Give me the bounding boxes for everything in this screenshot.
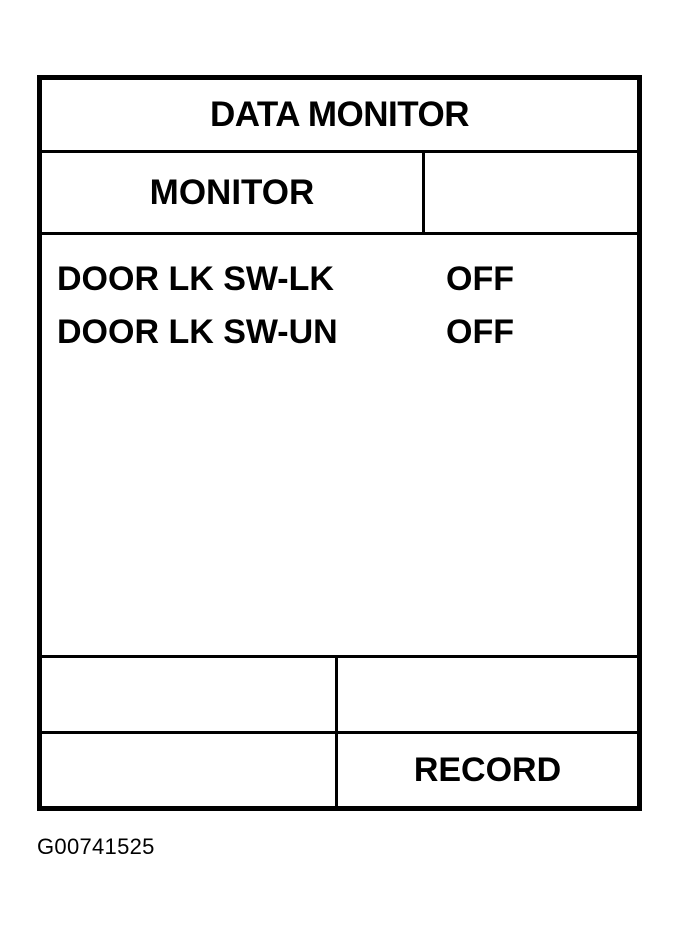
list-item: DOOR LK SW-UN OFF — [57, 310, 617, 354]
item-name: DOOR LK SW-UN — [57, 313, 338, 351]
monitor-header-label: MONITOR — [42, 153, 425, 232]
button-row-upper — [42, 658, 637, 734]
blank-button-upper-left[interactable] — [42, 658, 338, 731]
item-name: DOOR LK SW-LK — [57, 260, 334, 298]
screen-title: DATA MONITOR — [42, 80, 637, 153]
monitor-item-list: DOOR LK SW-LK OFF DOOR LK SW-UN OFF — [42, 235, 637, 658]
blank-button-upper-right[interactable] — [338, 658, 637, 731]
record-button[interactable]: RECORD — [413, 750, 562, 789]
data-monitor-screen: DATA MONITOR MONITOR DOOR LK SW-LK OFF D… — [37, 75, 642, 811]
item-value: OFF — [446, 260, 514, 298]
header-blank-cell — [425, 153, 637, 232]
header-row: MONITOR — [42, 153, 637, 235]
list-item: DOOR LK SW-LK OFF — [57, 257, 617, 301]
blank-button-lower-left[interactable] — [42, 734, 338, 806]
item-value: OFF — [446, 313, 514, 351]
figure-code: G00741525 — [37, 834, 155, 859]
button-row-lower: RECORD — [42, 734, 637, 806]
